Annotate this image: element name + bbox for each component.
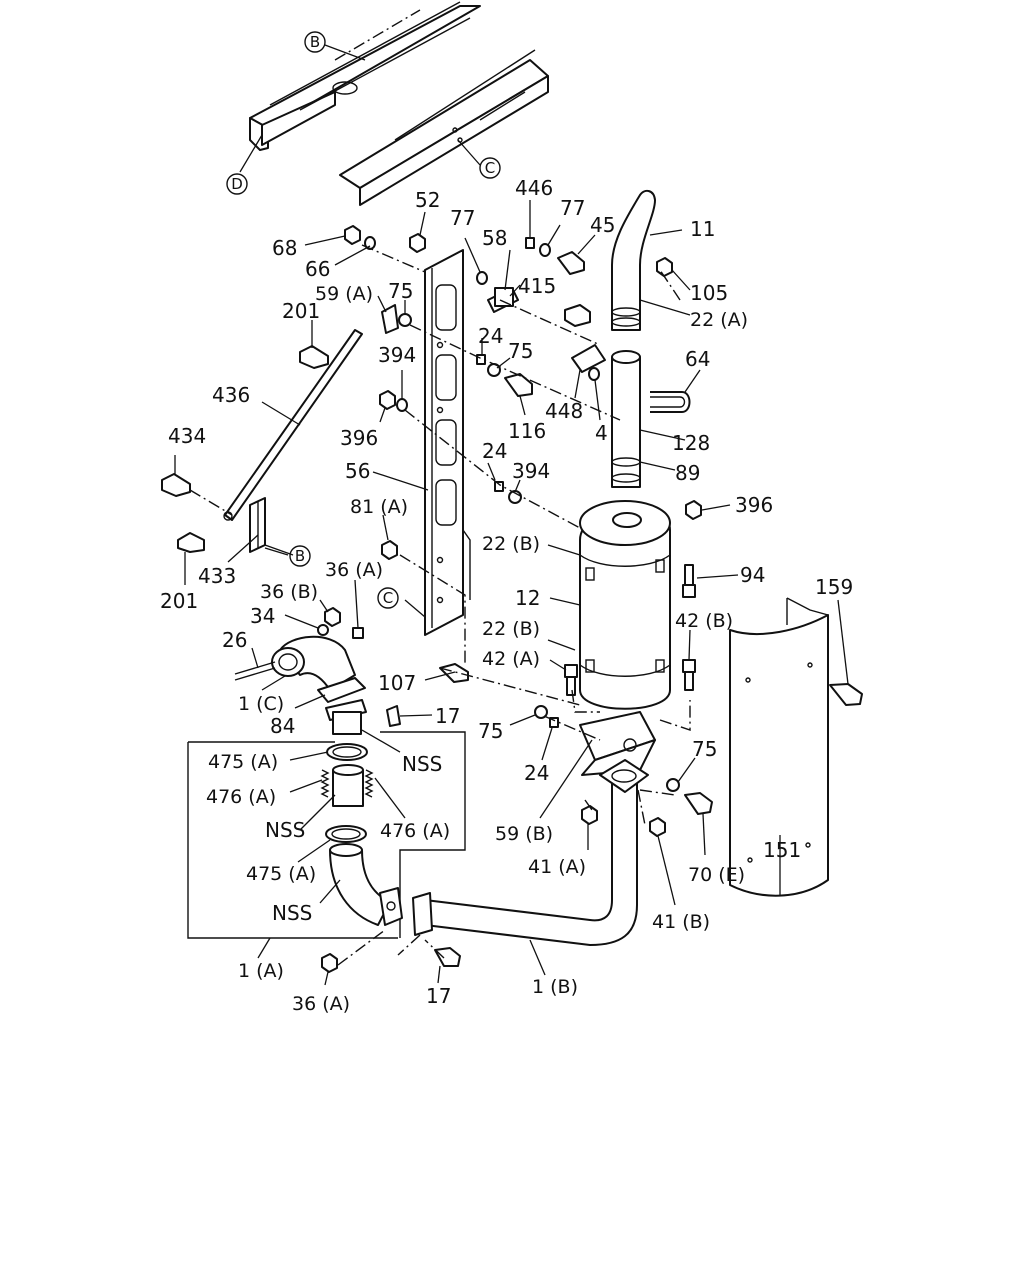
frame-rail-upper bbox=[249, 1, 481, 151]
label-4: 4 bbox=[595, 421, 608, 445]
callout-b-top: B bbox=[304, 31, 326, 53]
label-446: 446 bbox=[515, 176, 553, 200]
label-58: 58 bbox=[482, 226, 507, 250]
label-22b2: 22 (B) bbox=[482, 618, 540, 640]
label-475a2: 475 (A) bbox=[246, 863, 316, 885]
label-12: 12 bbox=[515, 586, 540, 610]
callout-d-text: D bbox=[231, 175, 243, 193]
label-415: 415 bbox=[518, 274, 556, 298]
label-36a1: 36 (A) bbox=[325, 559, 383, 581]
label-45: 45 bbox=[590, 213, 615, 237]
tail-pipe bbox=[611, 189, 656, 331]
label-24a: 24 bbox=[478, 324, 503, 348]
callout-b-mid-text: B bbox=[295, 547, 305, 565]
label-77b: 77 bbox=[560, 196, 585, 220]
label-36b: 36 (B) bbox=[260, 581, 318, 603]
heat-shield bbox=[729, 597, 829, 897]
callout-c-mid: C bbox=[377, 587, 399, 609]
label-59a: 59 (A) bbox=[315, 283, 373, 305]
label-nss1: NSS bbox=[402, 752, 442, 776]
u-bolt bbox=[650, 391, 691, 413]
label-36a2: 36 (A) bbox=[292, 993, 350, 1015]
front-pipe bbox=[397, 759, 649, 956]
label-41a: 41 (A) bbox=[528, 856, 586, 878]
label-105: 105 bbox=[690, 281, 728, 305]
flex-pipe-assembly bbox=[187, 699, 466, 939]
label-394b: 394 bbox=[512, 459, 550, 483]
label-201a: 201 bbox=[282, 299, 320, 323]
label-64: 64 bbox=[685, 347, 710, 371]
label-434: 434 bbox=[168, 424, 206, 448]
exhaust-elbow bbox=[271, 635, 366, 703]
label-433: 433 bbox=[198, 564, 236, 588]
label-70e: 70 (E) bbox=[688, 864, 745, 886]
label-1b: 1 (B) bbox=[532, 976, 578, 998]
label-394a: 394 bbox=[378, 343, 416, 367]
label-116: 116 bbox=[508, 419, 546, 443]
label-59b: 59 (B) bbox=[495, 823, 553, 845]
label-24b: 24 bbox=[482, 439, 507, 463]
label-11: 11 bbox=[690, 217, 715, 241]
callout-c-top: C bbox=[479, 157, 501, 179]
label-159: 159 bbox=[815, 575, 853, 599]
part-labels: 446 52 77 77 45 11 58 68 66 105 59 (A) 7… bbox=[160, 176, 853, 1015]
label-68: 68 bbox=[272, 236, 297, 260]
label-17b: 17 bbox=[426, 984, 451, 1008]
label-42b: 42 (B) bbox=[675, 610, 733, 632]
label-42a: 42 (A) bbox=[482, 648, 540, 670]
label-128: 128 bbox=[672, 431, 710, 455]
callout-c-mid-text: C bbox=[383, 589, 393, 607]
label-1a: 1 (A) bbox=[238, 960, 284, 982]
label-75b: 75 bbox=[508, 339, 533, 363]
frame-rail-lower bbox=[339, 49, 549, 206]
label-66: 66 bbox=[305, 257, 330, 281]
intermediate-pipe bbox=[611, 350, 641, 488]
callout-d: D bbox=[226, 173, 248, 195]
muffler bbox=[579, 500, 671, 710]
bracket-plate bbox=[424, 249, 471, 636]
label-1c: 1 (C) bbox=[238, 693, 284, 715]
label-41b: 41 (B) bbox=[652, 911, 710, 933]
stay-bracket bbox=[249, 497, 266, 553]
label-17a: 17 bbox=[435, 704, 460, 728]
label-52: 52 bbox=[415, 188, 440, 212]
label-75d: 75 bbox=[692, 737, 717, 761]
assembly-lines bbox=[189, 244, 691, 966]
label-396b: 396 bbox=[735, 493, 773, 517]
label-nss2: NSS bbox=[265, 818, 305, 842]
label-22a: 22 (A) bbox=[690, 309, 748, 331]
label-476a2: 476 (A) bbox=[380, 820, 450, 842]
label-448: 448 bbox=[545, 399, 583, 423]
label-476a1: 476 (A) bbox=[206, 786, 276, 808]
label-94: 94 bbox=[740, 563, 765, 587]
label-84: 84 bbox=[270, 714, 295, 738]
callout-b-mid: B bbox=[289, 545, 311, 567]
label-56: 56 bbox=[345, 459, 370, 483]
label-75c: 75 bbox=[478, 719, 503, 743]
callout-c-top-text: C bbox=[485, 159, 495, 177]
label-475a1: 475 (A) bbox=[208, 751, 278, 773]
label-34: 34 bbox=[250, 604, 275, 628]
stay-rod bbox=[223, 329, 363, 521]
label-81a: 81 (A) bbox=[350, 496, 408, 518]
label-75a: 75 bbox=[388, 279, 413, 303]
label-nss3: NSS bbox=[272, 901, 312, 925]
label-151: 151 bbox=[763, 838, 801, 862]
muffler-bracket bbox=[579, 711, 656, 776]
label-436: 436 bbox=[212, 383, 250, 407]
label-201b: 201 bbox=[160, 589, 198, 613]
label-22b1: 22 (B) bbox=[482, 533, 540, 555]
label-24c: 24 bbox=[524, 761, 549, 785]
label-107: 107 bbox=[378, 671, 416, 695]
leader-lines bbox=[174, 44, 849, 986]
label-26: 26 bbox=[222, 628, 247, 652]
callout-b-top-text: B bbox=[310, 33, 320, 51]
label-77a: 77 bbox=[450, 206, 475, 230]
label-89: 89 bbox=[675, 461, 700, 485]
label-396a: 396 bbox=[340, 426, 378, 450]
